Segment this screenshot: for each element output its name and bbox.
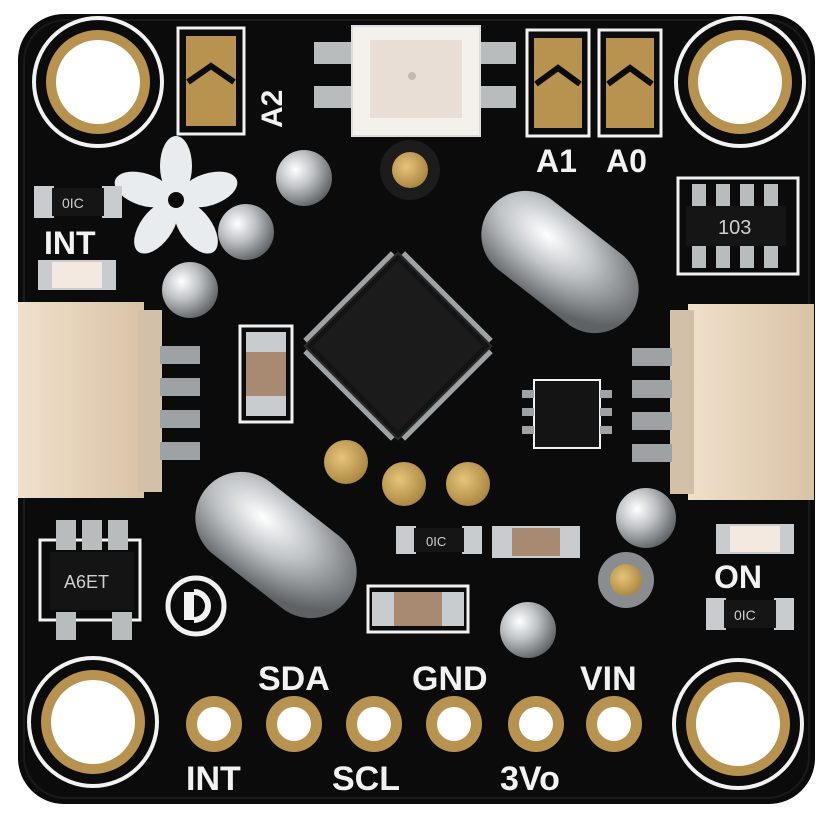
mounting-hole-top-right (674, 16, 806, 148)
solder-pad-large-top (481, 190, 639, 334)
small-sensor-chip (522, 379, 612, 449)
label-gnd: GND (412, 660, 488, 698)
label-vin: VIN (580, 660, 637, 698)
resistor-middle-left: 0IC (396, 526, 482, 554)
solder-pad-large-bottom (195, 471, 357, 619)
voltage-regulator: A6ET (38, 520, 142, 640)
neopixel-led (314, 25, 516, 137)
jumper-a1 (525, 28, 591, 138)
mounting-hole-bottom-right (672, 658, 804, 790)
label-a2: A2 (256, 90, 289, 128)
header-pins (186, 696, 642, 752)
main-qfn-chip (303, 251, 493, 441)
svg-text:0IC: 0IC (426, 534, 446, 549)
mounting-hole-bottom-left (27, 656, 159, 788)
capacitor-middle-right (492, 526, 580, 558)
svg-text:0IC: 0IC (62, 195, 84, 211)
resistor-int: 0IC (34, 186, 122, 218)
jumper-a2 (176, 26, 246, 136)
svg-text:A6ET: A6ET (64, 572, 109, 592)
capacitor-bottom (366, 584, 470, 634)
label-a1: A1 (536, 143, 577, 179)
label-int-bottom: INT (186, 760, 241, 798)
label-int-top: INT (44, 225, 96, 261)
label-3vo: 3Vo (500, 760, 560, 798)
svg-text:103: 103 (718, 217, 751, 239)
led-int (38, 260, 116, 290)
resistor-on: 0IC (706, 598, 794, 630)
mounting-hole-top-left (32, 16, 164, 148)
label-on: ON (714, 559, 762, 595)
jumper-a0 (597, 28, 663, 138)
label-scl: SCL (332, 760, 400, 798)
capacitor-left (238, 324, 294, 424)
label-a0: A0 (606, 143, 647, 179)
resistor-array-103: 103 (676, 176, 800, 276)
adafruit-flower-logo (114, 136, 238, 254)
stemma-connector-right (632, 304, 814, 500)
label-sda: SDA (258, 660, 330, 698)
svg-text:0IC: 0IC (734, 607, 756, 623)
d-badge-icon (165, 575, 227, 637)
via-blob (162, 150, 676, 658)
led-power (716, 524, 794, 554)
stemma-connector-left (18, 302, 200, 498)
test-pads-center (324, 440, 490, 506)
